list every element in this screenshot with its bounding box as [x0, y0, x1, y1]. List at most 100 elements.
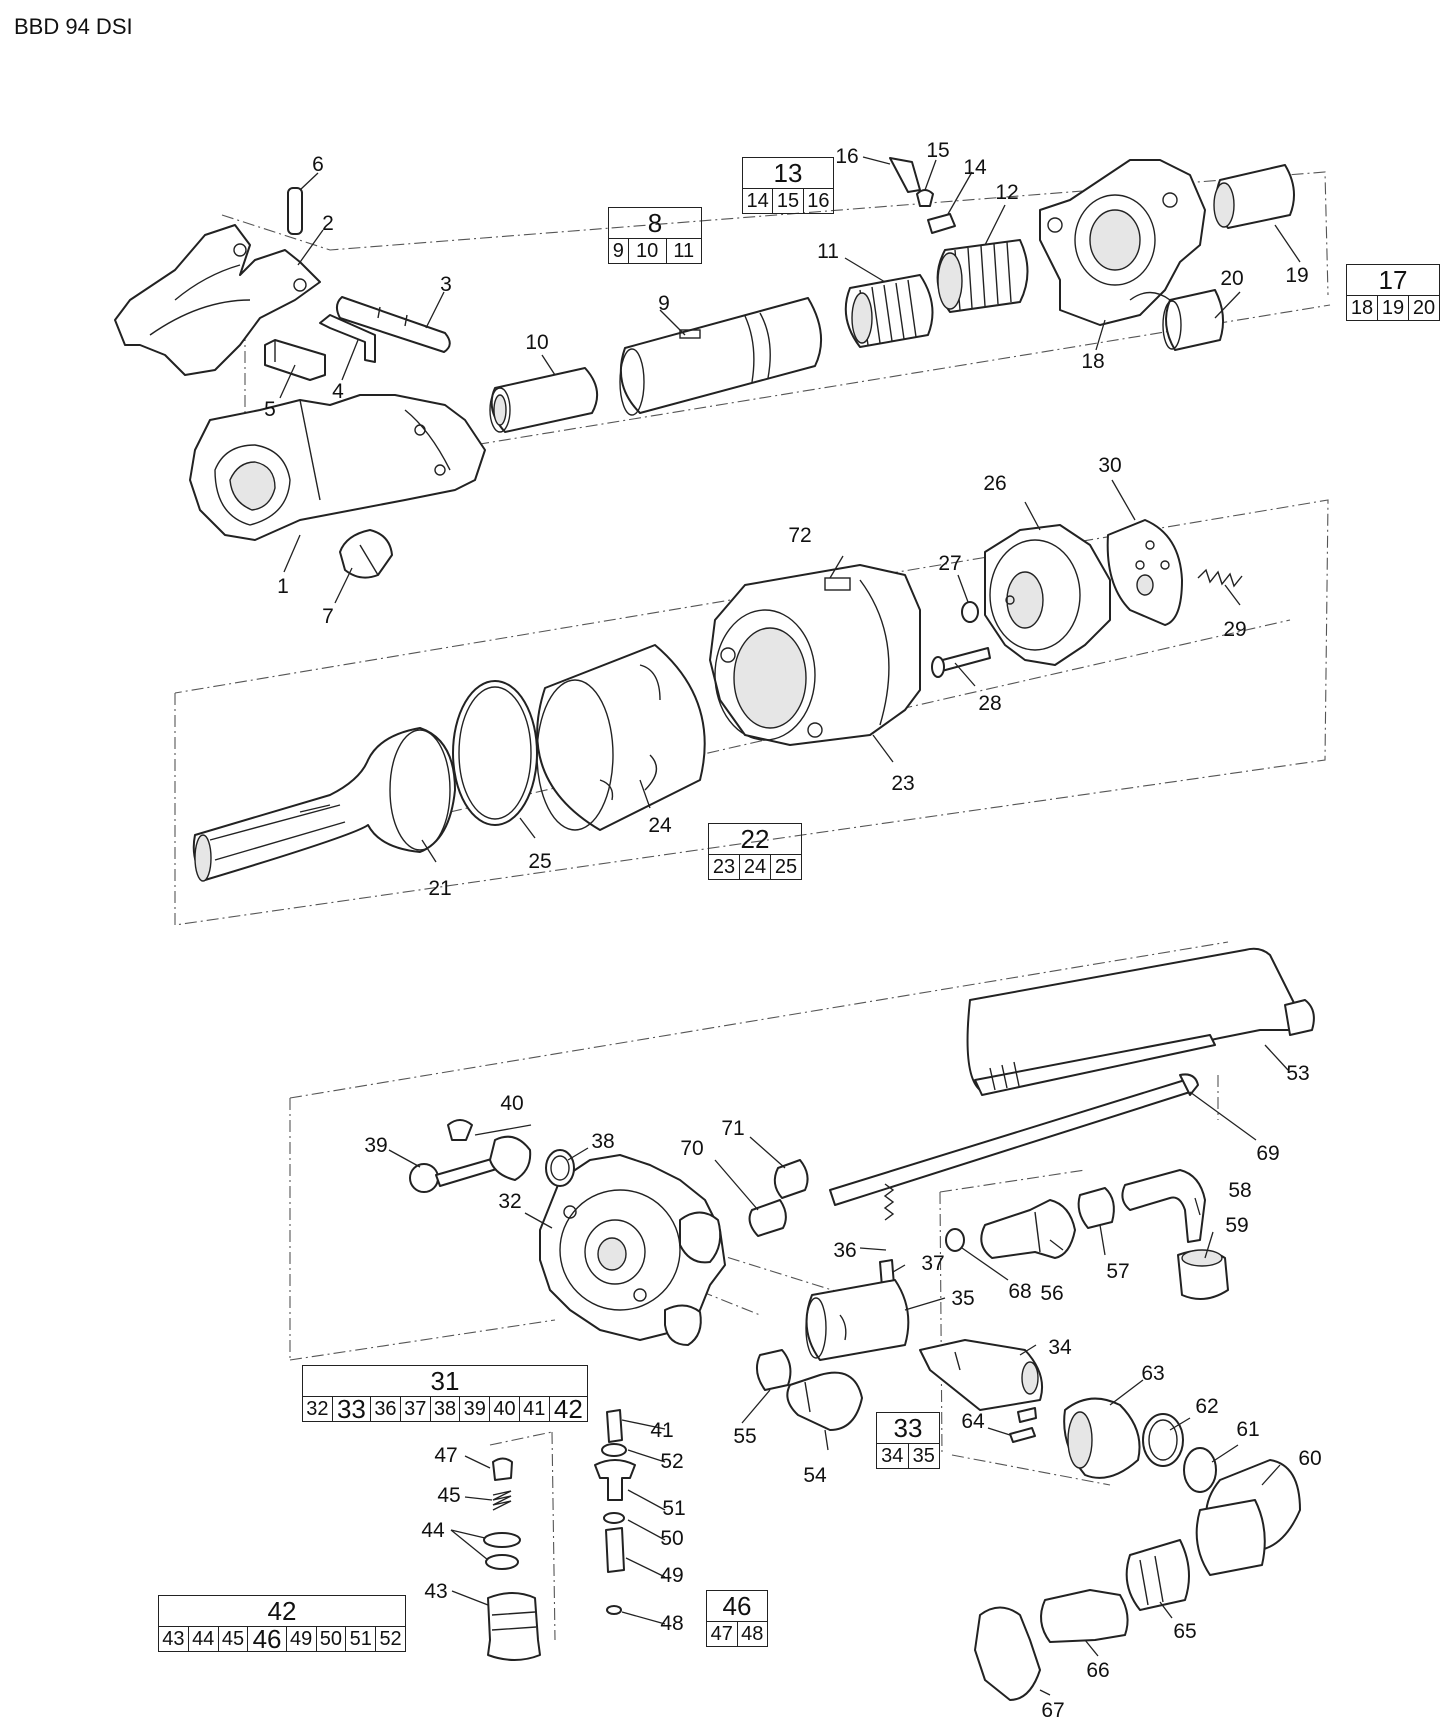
- sleeve-part-10: [489, 367, 599, 433]
- kit-33-id: 33: [876, 1412, 940, 1444]
- nut-part-11: [844, 274, 934, 348]
- kit-31-item: 38: [429, 1396, 461, 1422]
- kit-46-item: 47: [706, 1621, 738, 1647]
- kit-8-id: 8: [608, 207, 702, 239]
- kit-33-item: 35: [907, 1443, 940, 1469]
- kit-33-item: 34: [876, 1443, 909, 1469]
- kit-42-id: 42: [158, 1595, 406, 1627]
- callout-58: 58: [1228, 1179, 1251, 1202]
- rotor-part-21: [192, 727, 456, 882]
- kit-22-item: 24: [739, 854, 771, 880]
- kit-8-item: 10: [627, 238, 667, 264]
- fittings-60-to-67: [974, 1397, 1301, 1701]
- callout-71: 71: [721, 1117, 744, 1140]
- callout-39: 39: [364, 1134, 387, 1157]
- callout-59: 59: [1225, 1214, 1248, 1237]
- callout-20: 20: [1220, 267, 1243, 290]
- callout-62: 62: [1195, 1395, 1218, 1418]
- callout-37: 37: [921, 1252, 944, 1275]
- kit-table-33: 33 34 35: [876, 1412, 940, 1469]
- callout-52: 52: [660, 1450, 683, 1473]
- kit-31-item: 33: [331, 1396, 372, 1422]
- kit-46-item: 48: [736, 1621, 768, 1647]
- valve-parts-35-36-37: [805, 1183, 910, 1361]
- kit-31-item: 42: [548, 1396, 589, 1422]
- lever-part-39: [409, 1119, 575, 1193]
- drawing-title: BBD 94 DSI: [14, 14, 133, 39]
- callout-27: 27: [938, 552, 961, 575]
- callout-38: 38: [591, 1130, 614, 1153]
- callout-44: 44: [421, 1519, 445, 1542]
- kit-31-item: 40: [489, 1396, 520, 1422]
- callout-36: 36: [833, 1239, 856, 1262]
- fittings-56-57-58-59: [945, 1169, 1229, 1300]
- callout-51: 51: [662, 1497, 685, 1520]
- o-ring-part-25: [452, 680, 538, 826]
- kit-table-46: 46 47 48: [706, 1590, 768, 1647]
- callout-54: 54: [803, 1464, 827, 1487]
- housing-part-18: [1039, 159, 1295, 351]
- callout-19: 19: [1285, 264, 1308, 287]
- callout-40: 40: [500, 1092, 523, 1115]
- callout-68: 68: [1008, 1280, 1031, 1303]
- pin-part-64: [1009, 1427, 1036, 1443]
- check-valve-parts-41-to-52: [483, 1409, 636, 1661]
- kit-22-item: 25: [770, 854, 802, 880]
- kit-8-item: 9: [608, 238, 629, 264]
- callout-28: 28: [978, 692, 1001, 715]
- callout-61: 61: [1236, 1418, 1259, 1441]
- callout-66: 66: [1086, 1659, 1109, 1682]
- callout-4: 4: [332, 380, 344, 403]
- callout-49: 49: [660, 1564, 683, 1587]
- callout-24: 24: [648, 814, 672, 837]
- callout-53: 53: [1286, 1062, 1309, 1085]
- kit-13-item: 16: [802, 188, 835, 214]
- callout-9: 9: [658, 292, 670, 315]
- kit-17-item: 19: [1377, 295, 1409, 321]
- kit-31-item: 36: [370, 1396, 401, 1422]
- kit-table-13: 13 14 15 16: [741, 157, 835, 214]
- kit-17-id: 17: [1346, 264, 1440, 296]
- callout-21: 21: [428, 877, 451, 900]
- kit-42-item: 45: [217, 1626, 249, 1652]
- callout-2: 2: [322, 212, 334, 235]
- callout-10: 10: [525, 331, 548, 354]
- kit-31-item: 39: [459, 1396, 491, 1422]
- callout-18: 18: [1081, 350, 1104, 373]
- kit-table-17: 17 18 19 20: [1346, 264, 1440, 321]
- callout-60: 60: [1298, 1447, 1321, 1470]
- callout-32: 32: [498, 1190, 521, 1213]
- kit-31-item: 32: [302, 1396, 333, 1422]
- callout-47: 47: [434, 1444, 457, 1467]
- kit-42-item: 51: [345, 1626, 377, 1652]
- callout-48: 48: [660, 1612, 683, 1635]
- kit-17-item: 18: [1346, 295, 1378, 321]
- callout-11: 11: [817, 240, 839, 263]
- end-plate-part-26: [931, 524, 1111, 678]
- kit-42-item: 50: [315, 1626, 347, 1652]
- shaft-part-53: [966, 947, 1315, 1096]
- plate-part-30: [1106, 519, 1243, 626]
- callout-3: 3: [440, 273, 452, 296]
- kit-31-item: 41: [518, 1396, 550, 1422]
- kit-table-8: 8 9 10 11: [608, 207, 703, 264]
- callout-15: 15: [926, 139, 949, 162]
- callout-leaders: [279, 156, 1301, 1696]
- kit-table-31: 31 32 33 36 37 38 39 40 41 42: [302, 1365, 589, 1422]
- callout-63: 63: [1141, 1362, 1164, 1385]
- callout-30: 30: [1098, 454, 1121, 477]
- kit-31-id: 31: [302, 1365, 588, 1397]
- callout-72: 72: [788, 524, 811, 547]
- callout-23: 23: [891, 772, 914, 795]
- callout-67: 67: [1041, 1699, 1064, 1722]
- cylinder-part-9: [619, 297, 823, 416]
- kit-table-22: 22 23 24 25: [708, 823, 802, 880]
- kit-13-id: 13: [742, 157, 834, 189]
- gear-part-12: [889, 157, 1029, 313]
- callout-6: 6: [312, 153, 324, 176]
- kit-table-42: 42 43 44 45 46 49 50 51 52: [158, 1595, 406, 1652]
- callout-16: 16: [835, 145, 858, 168]
- callout-14: 14: [963, 156, 987, 179]
- kit-46-id: 46: [706, 1590, 768, 1622]
